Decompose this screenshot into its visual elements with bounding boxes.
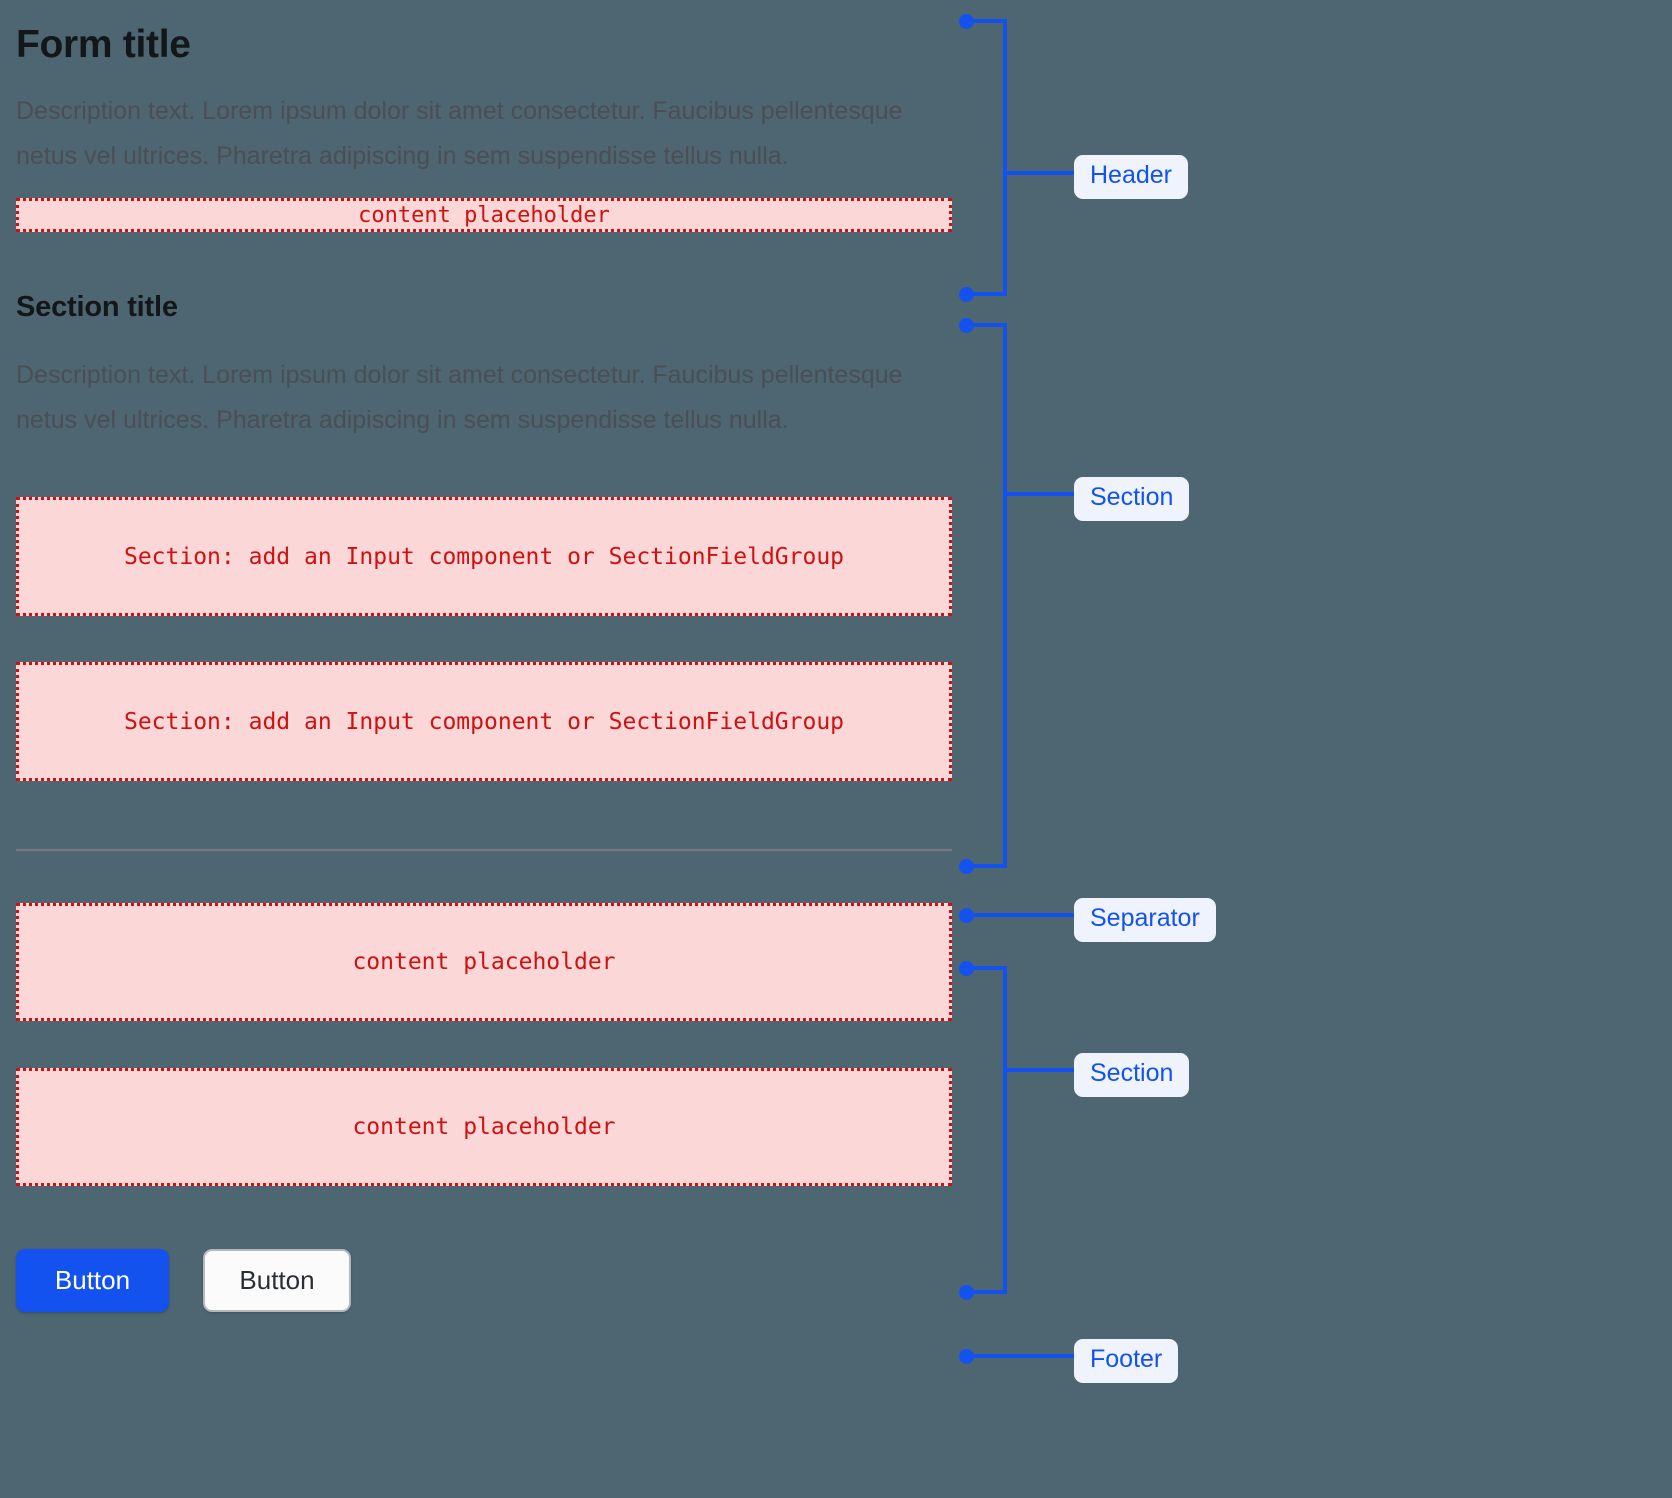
- primary-button[interactable]: Button: [16, 1249, 169, 1313]
- section-field-placeholder-1[interactable]: Section: add an Input component or Secti…: [16, 497, 952, 617]
- section-bracket-stub-top: [966, 323, 1007, 327]
- section2-bracket-stub-top: [966, 966, 1007, 970]
- form-container: Form title Description text. Lorem ipsum…: [16, 0, 952, 1313]
- separator-pointer-leader: [966, 913, 1076, 917]
- section2-bracket-leader: [1003, 1068, 1076, 1072]
- annotation-badge-header[interactable]: Header: [1074, 155, 1188, 199]
- header-bracket-stub-bottom: [966, 292, 1007, 296]
- form-header-description: Description text. Lorem ipsum dolor sit …: [16, 96, 903, 171]
- section2-bracket-stub-bottom: [966, 1290, 1007, 1294]
- annotation-badge-footer[interactable]: Footer: [1074, 1339, 1179, 1383]
- header-bracket-dot-bottom: [959, 287, 974, 302]
- annotation-badge-section2[interactable]: Section: [1074, 1053, 1190, 1097]
- form-separator: [16, 849, 952, 852]
- section-description: Description text. Lorem ipsum dolor sit …: [16, 360, 903, 435]
- annotation-badge-separator[interactable]: Separator: [1074, 898, 1216, 942]
- header-bracket-leader: [1003, 171, 1076, 175]
- secondary-button[interactable]: Button: [203, 1249, 351, 1313]
- footer-pointer-leader: [966, 1354, 1076, 1358]
- section2-bracket-dot-bottom: [959, 1285, 974, 1300]
- form-title: Form title: [16, 23, 191, 66]
- header-bracket-spine: [1003, 19, 1007, 296]
- section2-bracket-spine: [1003, 966, 1007, 1294]
- annotation-badge-section[interactable]: Section: [1074, 477, 1190, 521]
- form-section2-region: content placeholder content placeholder: [16, 903, 952, 1187]
- section2-content-placeholder-1[interactable]: content placeholder: [16, 903, 952, 1022]
- section2-content-placeholder-2[interactable]: content placeholder: [16, 1068, 952, 1187]
- form-header-region: Form title Description text. Lorem ipsum…: [16, 23, 952, 233]
- section-bracket-dot-bottom: [959, 859, 974, 874]
- section-bracket-stub-bottom: [966, 864, 1007, 868]
- section-bracket-spine: [1003, 323, 1007, 868]
- form-section-region: Section title Description text. Lorem ip…: [16, 291, 952, 782]
- section-bracket-leader: [1003, 492, 1076, 496]
- form-footer-region: Button Button: [16, 1249, 952, 1313]
- section-title: Section title: [16, 291, 178, 324]
- header-content-placeholder[interactable]: content placeholder: [16, 198, 952, 233]
- section-field-placeholder-2[interactable]: Section: add an Input component or Secti…: [16, 662, 952, 782]
- header-bracket-stub-top: [966, 19, 1007, 23]
